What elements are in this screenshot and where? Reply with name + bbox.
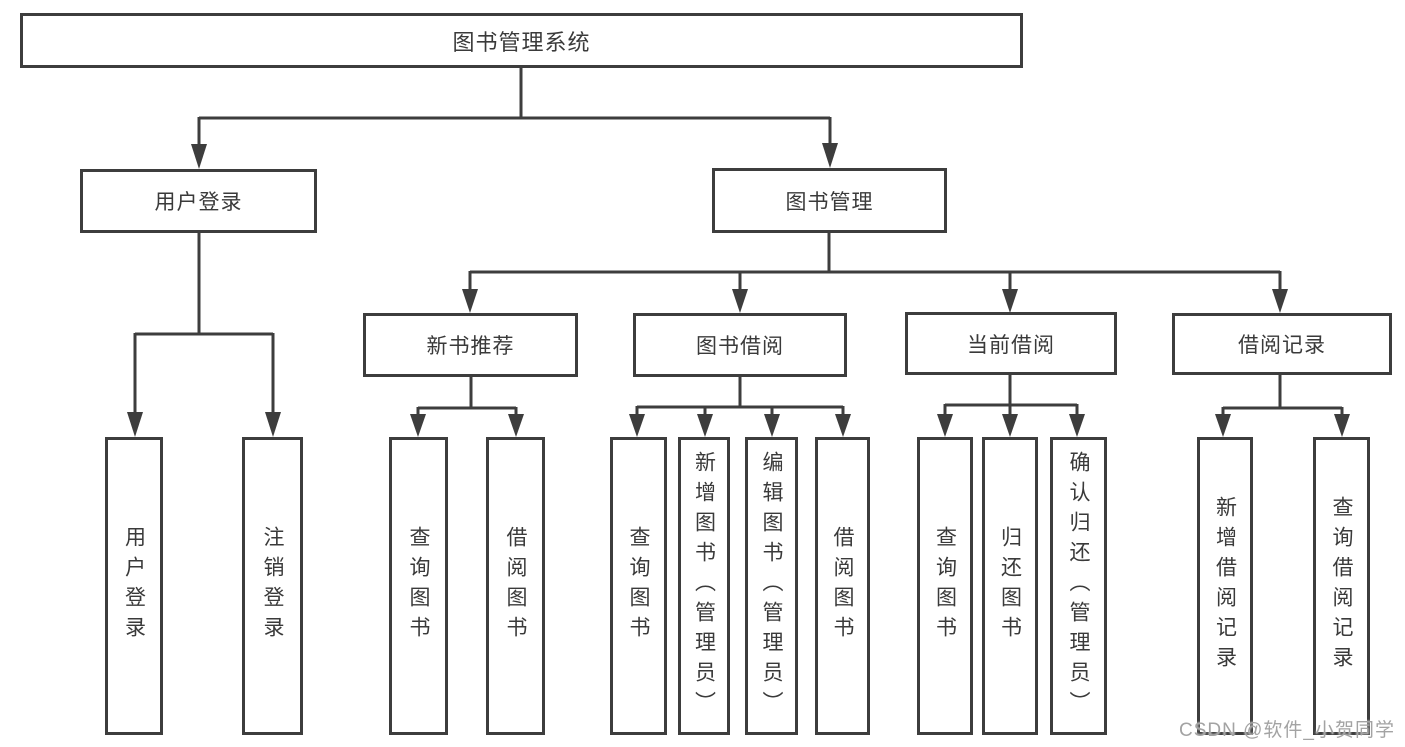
arrowhead-icon	[265, 412, 281, 437]
arrowhead-icon	[462, 289, 478, 313]
connector-book-borrow-to-leaves	[629, 377, 851, 437]
arrowhead-icon	[732, 289, 748, 313]
watermark-text: CSDN @软件_小贺同学	[1179, 720, 1395, 741]
arrowhead-icon	[410, 414, 426, 437]
leaf-query-book-recommend: 查询图书	[389, 437, 448, 735]
connector-root-to-level2	[191, 68, 838, 169]
connector-new-book-to-leaves	[410, 377, 524, 437]
node-new-book-recommend: 新书推荐	[363, 313, 578, 377]
arrowhead-icon	[764, 414, 780, 437]
node-root-system: 图书管理系统	[20, 13, 1023, 68]
leaf-query-borrow-record: 查询借阅记录	[1313, 437, 1370, 735]
arrowhead-icon	[508, 414, 524, 437]
leaf-borrow-book-recommend: 借阅图书	[486, 437, 545, 735]
arrowhead-icon	[1002, 414, 1018, 437]
leaf-add-book-admin: 新增图书（管理员）	[678, 437, 730, 735]
node-borrow-record: 借阅记录	[1172, 313, 1392, 375]
leaf-edit-book-admin: 编辑图书（管理员）	[745, 437, 798, 735]
leaf-user-login: 用户登录	[105, 437, 163, 735]
arrowhead-icon	[127, 412, 143, 437]
connector-user-login-to-leaves	[127, 233, 281, 437]
node-user-login: 用户登录	[80, 169, 317, 233]
arrowhead-icon	[937, 414, 953, 437]
arrowhead-icon	[822, 143, 838, 168]
leaf-query-book-current: 查询图书	[917, 437, 973, 735]
node-current-borrow: 当前借阅	[905, 312, 1117, 375]
arrowhead-icon	[1215, 414, 1231, 437]
arrowhead-icon	[629, 414, 645, 437]
leaf-add-borrow-record: 新增借阅记录	[1197, 437, 1253, 735]
leaf-logout: 注销登录	[242, 437, 303, 735]
arrowhead-icon	[191, 144, 207, 169]
node-book-management: 图书管理	[712, 168, 947, 233]
arrowhead-icon	[1272, 289, 1288, 313]
arrowhead-icon	[835, 414, 851, 437]
connector-book-mgmt-to-level3	[462, 233, 1288, 313]
arrowhead-icon	[697, 414, 713, 437]
leaf-query-book-borrow: 查询图书	[610, 437, 667, 735]
arrowhead-icon	[1002, 289, 1018, 313]
connector-current-borrow-to-leaves	[937, 375, 1085, 437]
arrowhead-icon	[1334, 414, 1350, 437]
leaf-return-book: 归还图书	[982, 437, 1038, 735]
arrowhead-icon	[1069, 414, 1085, 437]
connector-borrow-record-to-leaves	[1215, 375, 1350, 437]
leaf-confirm-return-admin: 确认归还（管理员）	[1050, 437, 1107, 735]
node-book-borrow: 图书借阅	[633, 313, 847, 377]
leaf-borrow-book: 借阅图书	[815, 437, 870, 735]
